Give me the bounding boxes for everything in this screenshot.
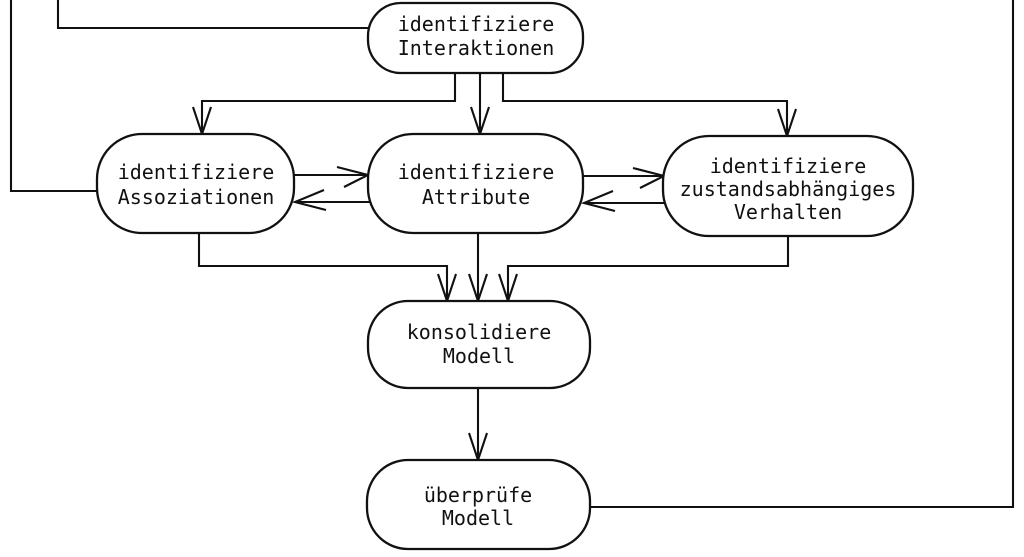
edge-attribute-to-konsolidiere [468, 233, 488, 305]
edge-ueberpruefe-to-offscreen-top [590, 0, 1015, 509]
edge-interaktionen-to-assoziationen [192, 73, 457, 138]
node-ueberpruefe-modell: überprüfe Modell [365, 458, 592, 551]
node-shape-interaktionen [366, 1, 585, 75]
node-label: Modell [443, 344, 515, 368]
edge-konsolidiere-to-ueberpruefe [468, 388, 488, 464]
edge-offscreen-top-to-interaktionen [56, 0, 370, 30]
node-shape-attribute [366, 132, 585, 235]
node-label: identifiziere [118, 160, 275, 184]
edge-attribute-to-verhalten [583, 166, 667, 189]
node-label: identifiziere [398, 160, 555, 184]
node-shape-ueberpruefe [365, 458, 592, 551]
edge-verhalten-to-konsolidiere [498, 236, 790, 305]
node-label: identifiziere [710, 154, 867, 178]
node-identifiziere-zustandsabhaengiges-verhalten: identifiziere zustandsabhängiges Verhalt… [661, 134, 915, 238]
node-label: zustandsabhängiges [680, 177, 897, 201]
node-konsolidiere-modell: konsolidiere Modell [366, 299, 592, 390]
node-label: identifiziere [398, 12, 555, 36]
edge-offscreen-top-to-assoziationen [9, 0, 98, 193]
node-shape-assoziationen [95, 132, 296, 235]
node-shape-konsolidiere [366, 299, 592, 390]
node-label: Interaktionen [398, 36, 555, 60]
node-label: Assoziationen [118, 185, 275, 209]
edge-verhalten-to-attribute [580, 190, 664, 213]
node-label: Modell [442, 506, 514, 530]
edge-attribute-to-assoziationen [291, 189, 370, 212]
node-label: Attribute [422, 185, 530, 209]
node-identifiziere-interaktionen: identifiziere Interaktionen [366, 1, 585, 75]
edge-assoziationen-to-konsolidiere [197, 233, 457, 305]
nodes-layer: identifiziere Interaktionen identifizier… [95, 1, 915, 551]
node-shape-verhalten [661, 134, 915, 238]
edge-interaktionen-to-attribute [470, 73, 490, 138]
node-identifiziere-attribute: identifiziere Attribute [366, 132, 585, 235]
edge-interaktionen-to-verhalten [501, 73, 797, 140]
node-label: überprüfe [424, 483, 532, 507]
node-identifiziere-assoziationen: identifiziere Assoziationen [95, 132, 296, 235]
edge-assoziationen-to-attribute [293, 165, 371, 188]
node-label: konsolidiere [407, 320, 552, 344]
node-label: Verhalten [734, 200, 842, 224]
edges-layer [9, 0, 1015, 509]
